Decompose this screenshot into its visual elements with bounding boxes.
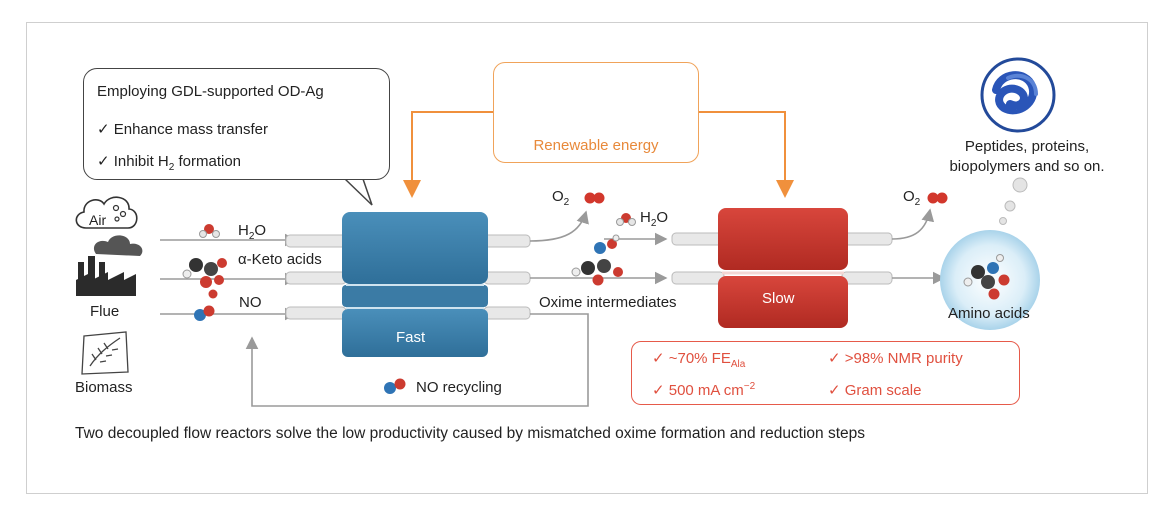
- callout-tail: [344, 178, 373, 206]
- biomass-bag-icon: [81, 331, 129, 375]
- oxygen-molecule-icon: [584, 192, 948, 204]
- o2-label-right: O2: [903, 188, 921, 208]
- bubble-dot: [1004, 200, 1016, 212]
- bubble-dot: [999, 217, 1007, 225]
- peptides-label-line2: biopolymers and so on.: [949, 158, 1105, 175]
- oxime-label: Oxime intermediates: [539, 294, 677, 311]
- bubble-dot: [1012, 177, 1028, 193]
- flue-label: Flue: [90, 303, 120, 320]
- energy-arrow-slow: [699, 111, 794, 198]
- figure-frame: [26, 22, 1148, 494]
- metric-gram-scale: ✓ Gram scale: [828, 382, 922, 399]
- fast-reactor-label: Fast: [396, 329, 426, 346]
- biomass-label: Biomass: [75, 379, 133, 396]
- metric-faradaic-efficiency: ✓ ~70% FEAla: [652, 350, 746, 370]
- callout-item-inhibit: ✓ Inhibit H2 formation: [97, 153, 242, 173]
- h2o-input-label: H2O: [238, 222, 267, 242]
- figure-caption: Two decoupled flow reactors solve the lo…: [75, 425, 866, 442]
- no-input-label: NO: [239, 294, 262, 311]
- slow-reactor: [671, 208, 893, 328]
- h2o-mid-label: H2O: [640, 209, 669, 229]
- peptides-label-line1: Peptides, proteins,: [964, 138, 1090, 155]
- recycling-loop: [245, 313, 589, 407]
- fast-reactor: [285, 212, 531, 357]
- renewable-energy-box: Renewable energy: [493, 62, 699, 163]
- renewable-energy-label: Renewable energy: [533, 137, 659, 154]
- energy-arrow-fast: [403, 111, 493, 198]
- no-molecule-icon: [194, 305, 215, 321]
- metric-nmr-purity: ✓ >98% NMR purity: [828, 350, 963, 367]
- callout-title: Employing GDL-supported OD-Ag: [97, 83, 324, 100]
- air-label: Air: [89, 212, 107, 228]
- air-cloud-icon: [75, 196, 138, 229]
- water-molecule-mid-icon: [616, 213, 636, 226]
- oxime-molecule-icon: [571, 234, 623, 286]
- gdl-callout: Employing GDL-supported OD-Ag ✓ Enhance …: [83, 68, 390, 180]
- water-molecule-icon: [199, 224, 220, 238]
- amino-acid-bubble: [940, 230, 1040, 330]
- keto-acid-molecule-icon: [182, 258, 227, 299]
- factory-icon: [76, 235, 143, 296]
- callout-item-mass-transfer: ✓ Enhance mass transfer: [97, 121, 268, 138]
- keto-acid-label: α-Keto acids: [238, 251, 322, 268]
- performance-metrics-box: ✓ ~70% FEAla ✓ >98% NMR purity ✓ 500 mA …: [631, 341, 1020, 405]
- o2-label-left: O2: [552, 188, 570, 208]
- no-recycling-label: NO recycling: [416, 379, 502, 396]
- metric-current-density: ✓ 500 mA cm−2: [652, 381, 756, 399]
- amino-acids-label: Amino acids: [948, 305, 1030, 322]
- protein-icon: [980, 57, 1056, 133]
- no-recycling-molecule-icon: [384, 378, 406, 394]
- slow-reactor-label: Slow: [762, 290, 795, 307]
